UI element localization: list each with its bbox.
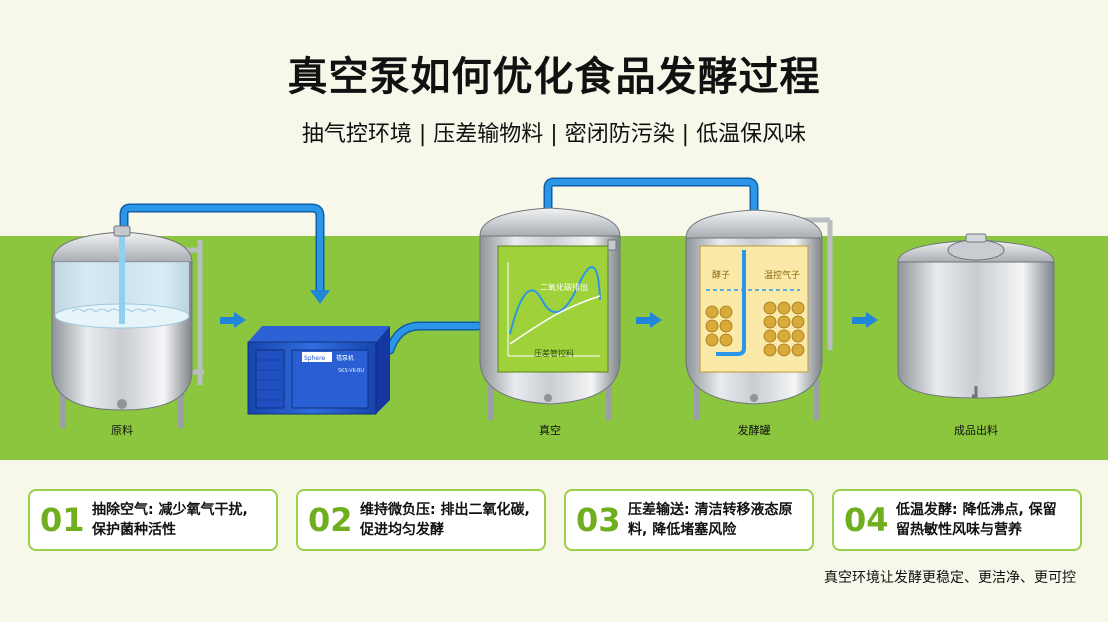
finished-product-tank xyxy=(897,233,1055,399)
step-text: 压差输送: 清洁转移液态原料, 降低堵塞风险 xyxy=(628,502,793,538)
stage-label-raw-material: 原料 xyxy=(111,424,133,437)
step-text: 抽除空气: 减少氧气干扰, 保护菌种活性 xyxy=(92,502,248,538)
page-title: 真空泵如何优化食品发酵过程 xyxy=(287,54,821,100)
process-diagram: Sphere 禧泵机 SKS-VK-BU 二氧化碳排出 压差管控料 酵子 温控气… xyxy=(51,177,1055,428)
vacuum-pipe-upper xyxy=(119,177,759,355)
step-card-04: 04 低温发酵: 降低沸点, 保留留热敏性风味与营养 xyxy=(832,489,1082,551)
stage-label-vacuum: 真空 xyxy=(539,424,561,437)
pressure-chart-label: 压差管控料 xyxy=(534,348,574,358)
step-number: 01 xyxy=(40,501,85,539)
pump-name-label: 禧泵机 xyxy=(336,354,354,362)
flow-arrow-icon xyxy=(220,312,878,328)
stage-label-finished: 成品出料 xyxy=(954,424,998,437)
page-subtitle: 抽气控环境 | 压差输物料 | 密闭防污染 | 低温保风味 xyxy=(301,122,807,147)
vacuum-pump: Sphere 禧泵机 SKS-VK-BU xyxy=(247,326,390,415)
yeast-label: 酵子 xyxy=(712,270,730,281)
gas-label: 温控气子 xyxy=(764,269,800,281)
step-number: 03 xyxy=(576,501,621,539)
fermentation-tank: 酵子 温控气子 xyxy=(685,209,833,420)
stage-label-fermentation: 发酵罐 xyxy=(737,424,771,437)
pump-model-label: SKS-VK-BU xyxy=(338,368,364,374)
pump-brand-label: Sphere xyxy=(304,355,325,362)
step-number: 04 xyxy=(844,501,889,539)
raw-material-tank xyxy=(51,225,204,428)
step-number: 02 xyxy=(308,501,353,539)
step-text: 低温发酵: 降低沸点, 保留留热敏性风味与营养 xyxy=(896,502,1057,538)
step-card-03: 03 压差输送: 清洁转移液态原料, 降低堵塞风险 xyxy=(564,489,814,551)
arrow-down-icon xyxy=(310,290,330,304)
step-card-02: 02 维持微负压: 排出二氧化碳, 促进均匀发酵 xyxy=(296,489,546,551)
step-text: 维持微负压: 排出二氧化碳, 促进均匀发酵 xyxy=(360,502,530,538)
step-card-01: 01 抽除空气: 减少氧气干扰, 保护菌种活性 xyxy=(28,489,278,551)
footer-note: 真空环境让发酵更稳定、更洁净、更可控 xyxy=(824,570,1076,586)
vacuum-tank: 二氧化碳排出 压差管控料 xyxy=(479,207,621,420)
co2-chart-label: 二氧化碳排出 xyxy=(540,282,588,292)
